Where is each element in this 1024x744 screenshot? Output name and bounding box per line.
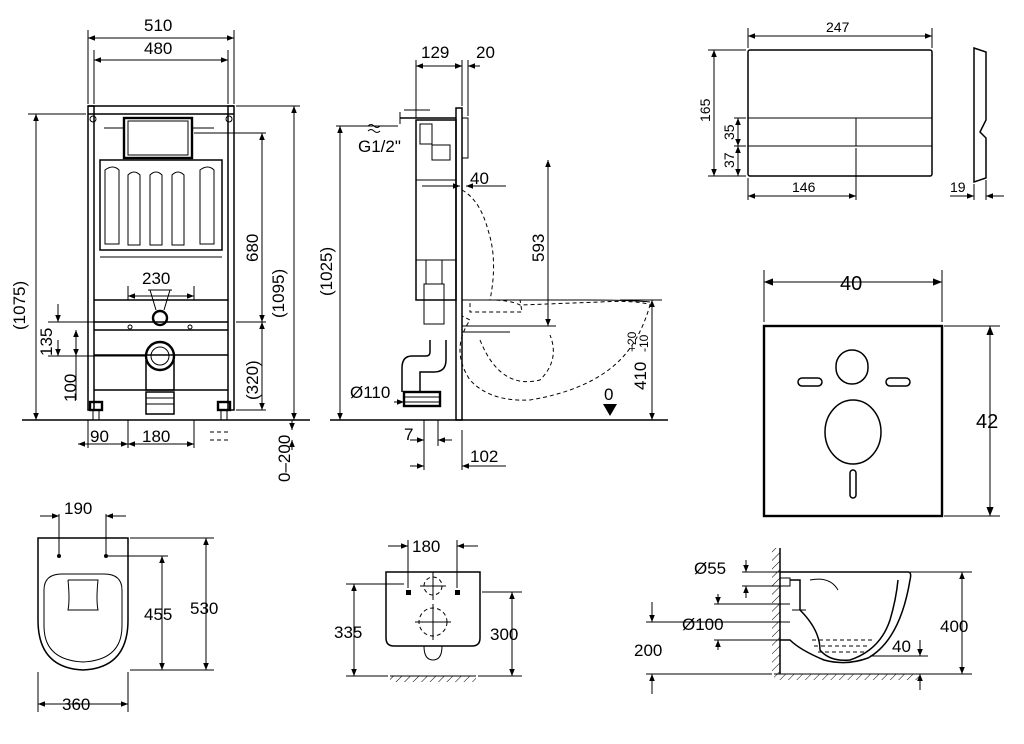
water-inlet-label: G1/2" bbox=[358, 137, 401, 156]
dim-length-455: 455 bbox=[144, 605, 172, 624]
dim-height-100: 100 bbox=[61, 374, 80, 402]
dim-plate-165: 165 bbox=[697, 98, 713, 122]
dim-plate-247: 247 bbox=[826, 19, 850, 35]
dim-offset-40: 40 bbox=[470, 169, 489, 188]
dim-foot-180: 180 bbox=[142, 427, 170, 446]
dim-height-593: 593 bbox=[529, 234, 548, 262]
water-depth-40: 40 bbox=[892, 637, 911, 656]
dim-rear-300: 300 bbox=[490, 625, 518, 644]
frame-side-dimensions: 129 20 (1025) G1/2" 40 593 410 +20 -10 0… bbox=[317, 43, 662, 470]
dim-depth-19: 19 bbox=[950, 179, 966, 195]
dim-height-135: 135 bbox=[37, 328, 56, 356]
dim-height-1025: (1025) bbox=[317, 247, 336, 296]
bowl-rear-view bbox=[385, 571, 481, 682]
bowl-section-dimensions: Ø55 Ø100 200 400 40 bbox=[634, 559, 972, 694]
dim-pipe-230: 230 bbox=[142, 269, 170, 288]
dim-offset-7: 7 bbox=[404, 425, 413, 444]
dim-adjust-0-200: 0–200 bbox=[275, 435, 294, 482]
floor-zero-label: 0 bbox=[604, 385, 613, 404]
sound-mat bbox=[762, 324, 944, 518]
tolerance-plus: +20 bbox=[625, 331, 639, 352]
flush-plate bbox=[747, 46, 987, 184]
frame-side-view bbox=[330, 107, 668, 421]
dim-height-320: (320) bbox=[243, 360, 262, 400]
frame-front-view bbox=[22, 105, 310, 441]
drain-diameter-label: Ø110 bbox=[350, 383, 390, 402]
dim-bolts-190: 190 bbox=[64, 499, 92, 518]
dim-button-35: 35 bbox=[721, 124, 737, 140]
bowl-top-view bbox=[37, 537, 129, 671]
inlet-diameter-label: Ø55 bbox=[694, 559, 726, 578]
dim-foot-90: 90 bbox=[90, 427, 109, 446]
tolerance-minus: -10 bbox=[637, 334, 651, 352]
rim-height-400: 400 bbox=[940, 617, 968, 636]
bowl-top-dimensions: 190 530 455 360 bbox=[37, 499, 218, 714]
dim-width-480: 480 bbox=[144, 39, 172, 58]
sound-mat-dimensions: 40 42 bbox=[763, 270, 1000, 517]
dim-length-530: 530 bbox=[190, 599, 218, 618]
dim-lower-37: 37 bbox=[721, 152, 737, 168]
outlet-height-200: 200 bbox=[634, 641, 662, 660]
dim-depth-129: 129 bbox=[421, 43, 449, 62]
dim-offset-102: 102 bbox=[470, 447, 498, 466]
dim-mat-height: 42 bbox=[976, 411, 998, 433]
dim-depth-20: 20 bbox=[476, 43, 495, 62]
dim-height-1095: (1095) bbox=[269, 269, 288, 318]
dim-width-510: 510 bbox=[144, 16, 172, 35]
outlet-diameter-label: Ø100 bbox=[682, 615, 724, 634]
bowl-section-view bbox=[772, 548, 920, 680]
frame-front-dimensions: 510 480 (1075) (1095) 680 (320) 230 135 … bbox=[10, 16, 300, 482]
dim-height-680: 680 bbox=[243, 234, 262, 262]
dim-width-360: 360 bbox=[62, 695, 90, 714]
dim-rear-bolts-180: 180 bbox=[412, 537, 440, 556]
dim-height-1075: (1075) bbox=[10, 281, 29, 330]
dim-mat-width: 40 bbox=[840, 273, 862, 295]
dim-seat-410: 410 bbox=[631, 362, 650, 390]
bowl-rear-dimensions: 180 335 300 bbox=[334, 537, 522, 677]
dim-button-146: 146 bbox=[792, 179, 816, 195]
flush-plate-dimensions: 247 165 35 37 146 19 bbox=[697, 19, 1004, 200]
dim-rear-335: 335 bbox=[334, 623, 362, 642]
